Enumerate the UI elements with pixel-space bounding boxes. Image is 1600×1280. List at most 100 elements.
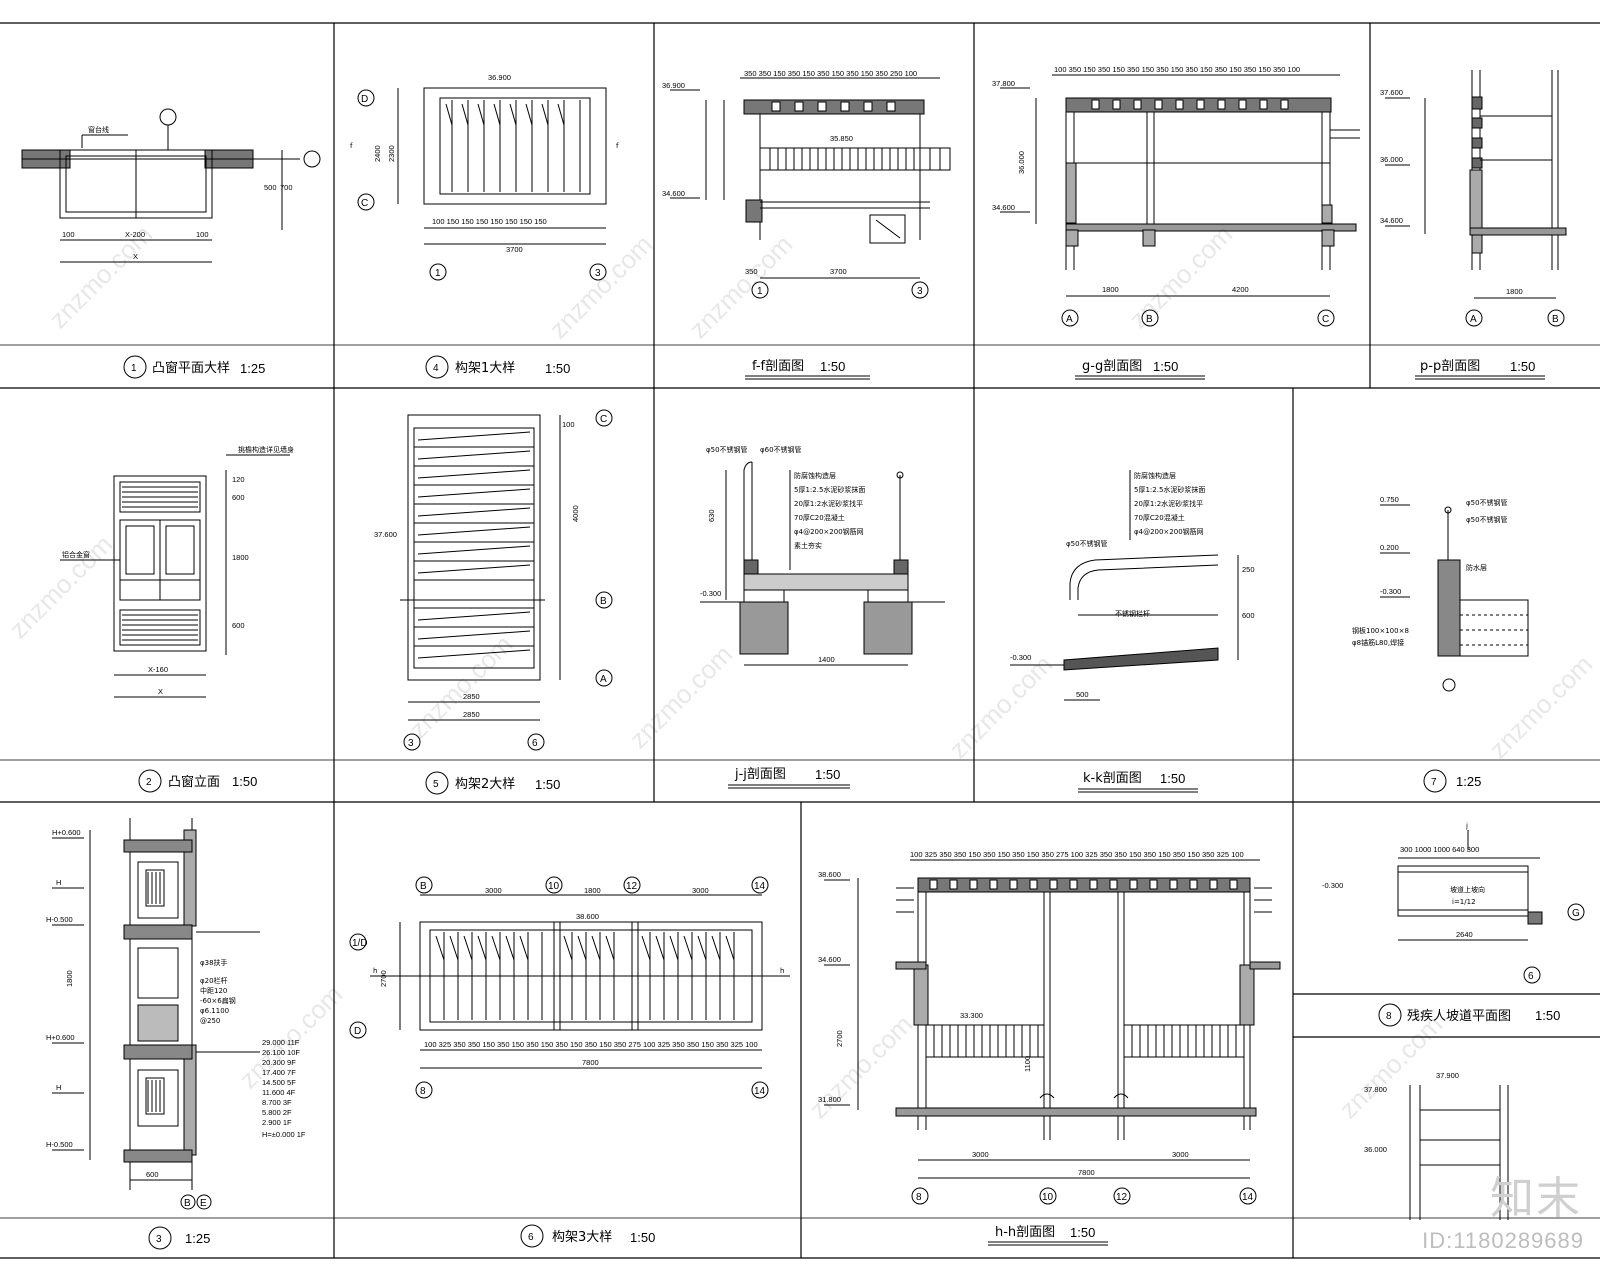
svg-text:1:50: 1:50 [1510,359,1535,374]
svg-text:6: 6 [532,738,538,749]
svg-text:3: 3 [408,738,414,749]
svg-text:1800: 1800 [1102,285,1119,294]
detail-8-ramp: 坡道上坡向 i=1/12 j 300 1000 1000 640 300 264… [1322,822,1585,984]
svg-text:2.900 1F: 2.900 1F [262,1118,292,1127]
svg-text:8: 8 [1386,1011,1392,1022]
svg-text:5: 5 [433,779,439,790]
svg-text:H: H [56,1083,61,1092]
svg-text:3700: 3700 [830,267,847,276]
svg-text:36.000: 36.000 [1017,151,1026,174]
svg-text:300 1000 1000: 300 1000 1000 640 300 [1400,845,1479,854]
svg-text:构架3大样: 构架3大样 [552,1230,612,1245]
title-6: 6 构架3大样 1:50 [520,1224,655,1248]
svg-text:2850: 2850 [463,710,480,719]
svg-text:14: 14 [754,881,766,892]
svg-text:G: G [1572,908,1580,919]
svg-text:1:25: 1:25 [185,1231,210,1246]
svg-text:100 325 350 350 150 350 150 35: 100 325 350 350 150 350 150 350 150 350 … [910,850,1244,859]
svg-text:11.600 4F: 11.600 4F [262,1088,296,1097]
svg-text:φ50不锈钢管: φ50不锈钢管 [1066,539,1108,548]
svg-text:2: 2 [146,777,152,788]
svg-text:350 350 150 350 150 350 150 35: 350 350 150 350 150 350 150 350 150 350 … [744,69,917,78]
svg-text:-0.300: -0.300 [700,589,721,598]
svg-text:1800: 1800 [65,970,74,987]
svg-text:4: 4 [433,363,439,374]
svg-text:D: D [354,1026,361,1037]
svg-text:A: A [1066,314,1073,325]
svg-text:600: 600 [232,621,245,630]
svg-text:znzmo.com: znzmo.com [803,1009,918,1124]
svg-text:2400: 2400 [373,145,382,162]
svg-text:36.900: 36.900 [488,73,511,82]
svg-text:37.800: 37.800 [992,79,1015,88]
svg-text:2300: 2300 [387,145,396,162]
title-kk: k-k剖面图 1:50 [1078,771,1198,793]
sheet-frame [0,22,1600,1259]
svg-text:100 350 150 350 150 350 150 35: 100 350 150 350 150 350 150 350 150 350 … [1054,65,1300,74]
svg-text:znzmo.com: znzmo.com [1483,649,1598,764]
title-7: 7 1:25 [1423,769,1481,793]
svg-text:34.600: 34.600 [992,203,1015,212]
section-pp: 37.600 36.000 34.600 1800 A B [1380,70,1567,327]
svg-text:1800: 1800 [232,553,249,562]
svg-text:0.200: 0.200 [1380,543,1399,552]
title-hh: h-h剖面图 1:50 [988,1225,1108,1246]
svg-text:1:50: 1:50 [820,359,845,374]
svg-text:f: f [616,142,619,150]
svg-text:3000: 3000 [972,1150,989,1159]
svg-text:C: C [600,414,607,425]
svg-text:1:50: 1:50 [815,767,840,782]
title-ff: f-f剖面图 1:50 [745,359,870,380]
title-8: 8 残疾人坡道平面图 1:50 [1378,1003,1560,1027]
svg-text:36.000: 36.000 [1364,1145,1387,1154]
svg-text:znzmo.com: znzmo.com [683,229,798,344]
svg-text:26.100 10F: 26.100 10F [262,1048,300,1057]
svg-text:38.600: 38.600 [576,912,599,921]
title-1: 1 凸窗平面大样 1:25 [123,355,265,379]
svg-text:X: X [133,252,138,261]
svg-text:钢板100×100×8: 钢板100×100×8 [1352,626,1409,635]
svg-text:H=±0.000 1F: H=±0.000 1F [262,1130,306,1139]
svg-text:@250: @250 [200,1017,220,1025]
svg-text:12: 12 [626,881,638,892]
svg-text:H+0.600: H+0.600 [46,1033,75,1042]
svg-text:h: h [780,967,784,975]
detail-2-bay-elevation: 120 600 1800 600 挑檐构造详见墙身 铝合金窗 X-160 X [60,445,294,698]
svg-text:k-k剖面图: k-k剖面图 [1083,771,1142,786]
svg-text:挑檐构造详见墙身: 挑檐构造详见墙身 [238,445,294,454]
svg-text:100: 100 [196,230,209,239]
svg-text:构架1大样: 构架1大样 [455,361,515,376]
svg-text:6: 6 [1528,971,1534,982]
svg-text:36.000: 36.000 [1380,155,1403,164]
svg-text:A: A [1470,314,1477,325]
svg-text:B: B [1146,314,1153,325]
svg-text:铝合金窗: 铝合金窗 [62,550,90,559]
svg-text:20厚1:2水泥砂浆找平: 20厚1:2水泥砂浆找平 [1134,499,1203,508]
svg-text:h: h [373,967,377,975]
svg-text:700: 700 [280,183,293,192]
svg-text:1:50: 1:50 [545,361,570,376]
svg-text:H+0.600: H+0.600 [52,828,81,837]
svg-text:H: H [56,878,61,887]
title-3: 3 1:25 [148,1226,210,1250]
panel-titles: 1 凸窗平面大样 1:25 4 构架1大样 1:50 f-f剖面图 1:50 g… [123,355,1560,1250]
svg-text:100: 100 [562,420,575,429]
svg-text:1:50: 1:50 [535,777,560,792]
svg-text:1:25: 1:25 [1456,774,1481,789]
svg-text:1:25: 1:25 [240,361,265,376]
svg-text:10: 10 [548,881,560,892]
svg-text:X: X [158,687,163,696]
svg-text:窗台线: 窗台线 [88,125,109,134]
svg-text:1:50: 1:50 [630,1230,655,1245]
svg-text:-0.300: -0.300 [1322,881,1343,890]
svg-text:100 325 350 350 150 350 150 35: 100 325 350 350 150 350 150 350 150 350 … [424,1040,758,1049]
svg-text:1: 1 [435,268,441,279]
detail-1-bay-plan: 窗台线 X-200 X 100 100 500 700 [21,108,321,263]
svg-text:7: 7 [1431,777,1437,788]
svg-text:70厚C20混凝土: 70厚C20混凝土 [794,513,845,522]
svg-text:φ60不锈钢管: φ60不锈钢管 [760,445,802,454]
detail-3-wall-section: H+0.600 H H-0.500 H+0.600 H H-0.500 1800… [46,818,306,1210]
louvers-5 [414,431,534,659]
svg-text:120: 120 [232,475,245,484]
